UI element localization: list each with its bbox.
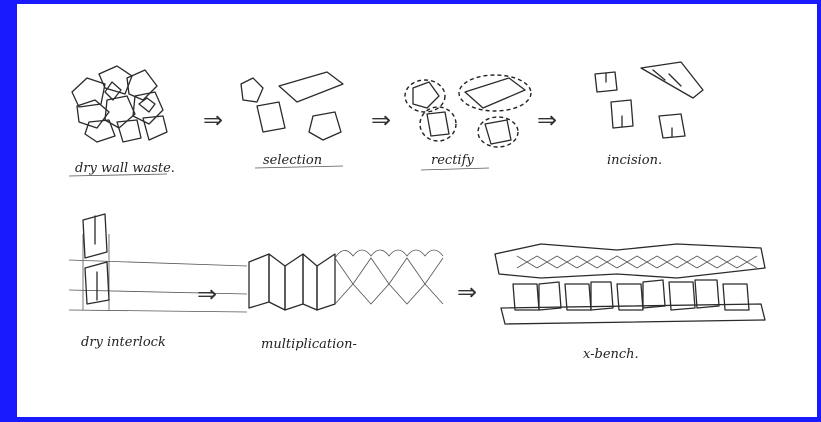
drywall-waste-pile [71, 65, 168, 143]
label-x-bench: x-bench. [583, 347, 639, 362]
label-drywall-waste: dry wall waste. [75, 161, 175, 176]
process-diagram: dry wall waste. ⇒ selection ⇒ rectify ⇒ [68, 61, 766, 362]
x-bench-sketch [494, 243, 766, 325]
arrow-1: ⇒ [203, 106, 223, 134]
label-multiplication: multiplication- [261, 337, 357, 352]
dry-interlock-sketch [68, 213, 248, 313]
incision-pieces [594, 61, 704, 139]
arrow-4: ⇒ [197, 280, 217, 308]
rectify-pieces [404, 74, 532, 148]
arrow-5: ⇒ [457, 278, 477, 306]
selection-pieces [240, 71, 344, 141]
arrow-2: ⇒ [371, 106, 391, 134]
label-dry-interlock: dry interlock [81, 335, 166, 350]
label-rectify: rectify [431, 153, 474, 168]
multiplication-sketch [248, 249, 444, 311]
sketch-canvas: dry wall waste. ⇒ selection ⇒ rectify ⇒ [17, 4, 817, 417]
label-selection: selection [263, 153, 322, 168]
label-incision: incision. [607, 153, 662, 168]
arrow-3: ⇒ [537, 106, 557, 134]
